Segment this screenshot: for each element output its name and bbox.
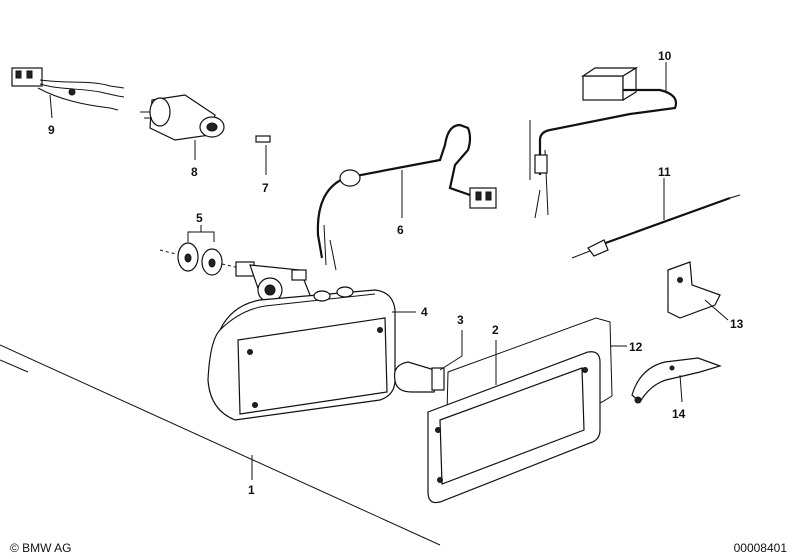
base-plane — [0, 344, 441, 546]
copyright-text: © BMW AG — [10, 541, 72, 555]
socket-8 — [140, 94, 225, 160]
label-3: 3 — [457, 313, 464, 327]
label-14: 14 — [672, 407, 686, 421]
label-7: 7 — [262, 181, 269, 195]
wire-harness-6 — [316, 123, 497, 271]
label-6: 6 — [397, 223, 404, 237]
label-4: 4 — [421, 305, 428, 319]
part-labels: 1 2 3 4 5 6 7 8 9 10 11 12 13 14 — [48, 49, 744, 497]
probe-11 — [571, 178, 741, 259]
label-12: 12 — [629, 340, 643, 354]
washers-5 — [159, 225, 241, 276]
bulb-3 — [393, 330, 463, 393]
relay-10 — [529, 62, 678, 219]
document-number: 00008401 — [733, 541, 787, 555]
clip-14 — [631, 357, 722, 404]
fog-lamp-4 — [207, 286, 416, 421]
label-9: 9 — [48, 123, 55, 137]
label-5: 5 — [196, 211, 203, 225]
label-1: 1 — [248, 483, 255, 497]
lens-2 — [427, 340, 601, 504]
label-13: 13 — [730, 317, 744, 331]
connector-wiring-9 — [11, 67, 125, 119]
label-8: 8 — [191, 165, 198, 179]
label-11: 11 — [658, 165, 671, 179]
label-10: 10 — [658, 49, 672, 63]
bracket-13 — [667, 261, 729, 321]
label-2: 2 — [492, 323, 499, 337]
bulb-7 — [255, 135, 271, 175]
